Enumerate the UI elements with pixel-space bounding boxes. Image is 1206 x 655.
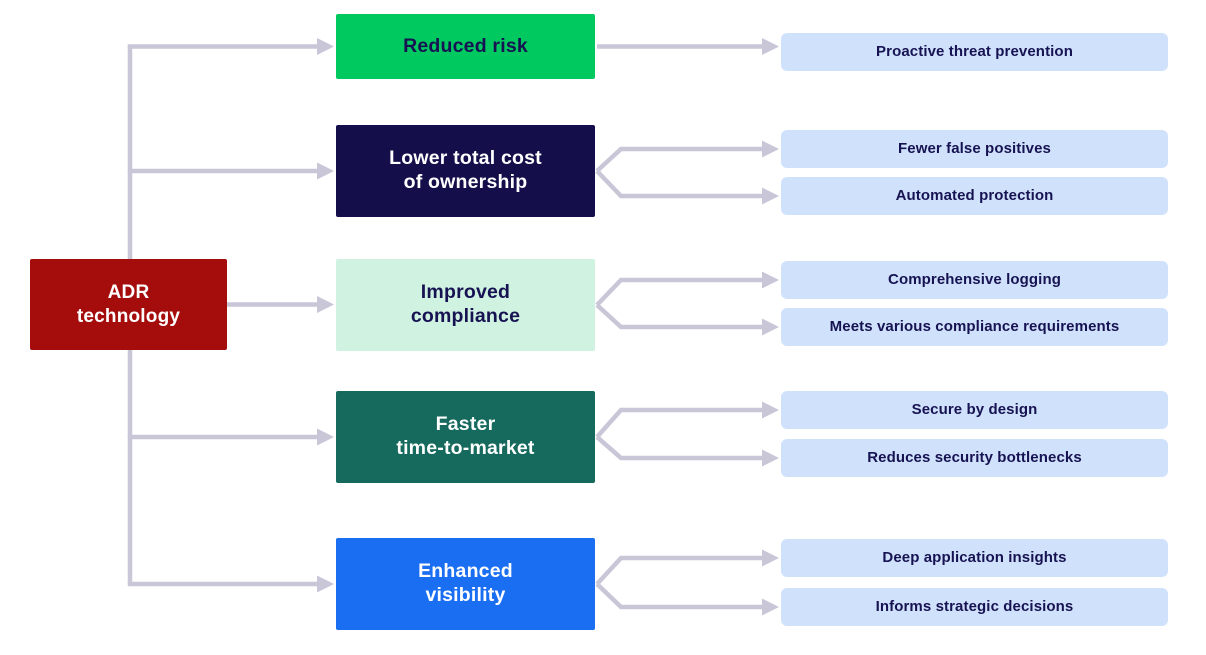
- leaf-secure-by-design: Secure by design: [781, 391, 1168, 429]
- leaf-comprehensive-logging: Comprehensive logging: [781, 261, 1168, 299]
- node-faster-time-to-market-label: Faster time-to-market: [396, 413, 535, 459]
- arrowhead-icon: [762, 598, 779, 616]
- leaf-reduces-security-bottlenecks-label: Reduces security bottlenecks: [867, 448, 1082, 466]
- connector-line: [595, 435, 764, 461]
- arrowhead-icon: [317, 38, 334, 55]
- connector-line: [595, 407, 764, 439]
- node-reduced-risk-label: Reduced risk: [403, 34, 528, 57]
- arrowhead-icon: [762, 318, 779, 336]
- leaf-deep-application-insights: Deep application insights: [781, 539, 1168, 577]
- leaf-comprehensive-logging-label: Comprehensive logging: [888, 270, 1061, 288]
- leaf-meets-various-compliance-requirements: Meets various compliance requirements: [781, 308, 1168, 346]
- node-improved-compliance: Improved compliance: [336, 259, 595, 351]
- arrowhead-icon: [762, 187, 779, 205]
- leaf-fewer-false-positives-label: Fewer false positives: [897, 139, 1051, 157]
- connector-line: [595, 303, 764, 330]
- node-improved-compliance-label: Improved compliance: [410, 281, 521, 327]
- arrowhead-icon: [762, 271, 779, 289]
- leaf-proactive-threat-prevention: Proactive threat prevention: [781, 33, 1168, 71]
- leaf-informs-strategic-decisions-label: Informs strategic decisions: [875, 597, 1074, 615]
- node-lower-total-cost-of-ownership-label: Lower total cost of ownership: [389, 147, 542, 193]
- leaf-fewer-false-positives: Fewer false positives: [781, 130, 1168, 168]
- arrowhead-icon: [762, 140, 779, 158]
- node-faster-time-to-market: Faster time-to-market: [336, 391, 595, 483]
- connector-line: [595, 277, 764, 307]
- arrowhead-icon: [762, 549, 779, 567]
- leaf-secure-by-design-label: Secure by design: [911, 400, 1038, 418]
- arrowhead-icon: [762, 38, 779, 55]
- arrowhead-icon: [762, 449, 779, 467]
- node-enhanced-visibility: Enhanced visibility: [336, 538, 595, 630]
- leaf-informs-strategic-decisions: Informs strategic decisions: [781, 588, 1168, 626]
- node-reduced-risk: Reduced risk: [336, 14, 595, 79]
- leaf-meets-various-compliance-requirements-label: Meets various compliance requirements: [829, 317, 1120, 335]
- connector-line: [595, 169, 764, 199]
- node-lower-total-cost-of-ownership: Lower total cost of ownership: [336, 125, 595, 217]
- node-adr-technology: ADR technology: [30, 259, 227, 350]
- arrowhead-icon: [317, 296, 334, 313]
- connector-line: [595, 146, 764, 173]
- arrowhead-icon: [317, 575, 334, 593]
- leaf-reduces-security-bottlenecks: Reduces security bottlenecks: [781, 439, 1168, 477]
- leaf-automated-protection-label: Automated protection: [895, 186, 1054, 204]
- arrowhead-icon: [317, 428, 334, 446]
- leaf-automated-protection: Automated protection: [781, 177, 1168, 215]
- arrowhead-icon: [317, 162, 334, 180]
- connector-line: [595, 582, 764, 610]
- leaf-deep-application-insights-label: Deep application insights: [882, 548, 1067, 566]
- leaf-proactive-threat-prevention-label: Proactive threat prevention: [876, 42, 1073, 60]
- node-adr-technology-label: ADR technology: [76, 282, 181, 327]
- node-enhanced-visibility-label: Enhanced visibility: [418, 560, 513, 606]
- arrowhead-icon: [762, 401, 779, 419]
- connector-line: [595, 555, 764, 586]
